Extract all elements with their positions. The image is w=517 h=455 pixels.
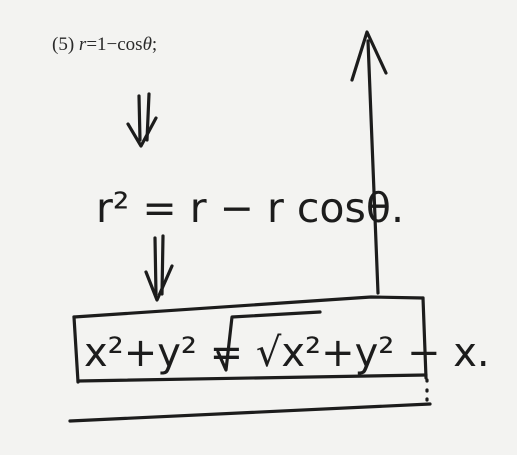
down-arrow-icon xyxy=(144,234,174,302)
problem-number: (5) xyxy=(52,34,75,55)
problem-semicolon: ; xyxy=(151,34,158,55)
step-one-equation: r² = r − r cosθ. xyxy=(96,184,404,232)
problem-statement: (5) r=1−cosθ; xyxy=(52,34,157,56)
down-arrow-icon xyxy=(126,92,158,148)
up-arrow-icon xyxy=(350,30,388,295)
sqrt-symbol xyxy=(216,310,322,372)
problem-equation-body: =1−cos xyxy=(86,34,143,55)
problem-variable-r: r xyxy=(78,34,87,55)
answer-box xyxy=(68,295,432,423)
step-two-equation: x²+y² = √x²+y² − x. xyxy=(84,330,490,376)
problem-theta: θ xyxy=(142,34,152,55)
